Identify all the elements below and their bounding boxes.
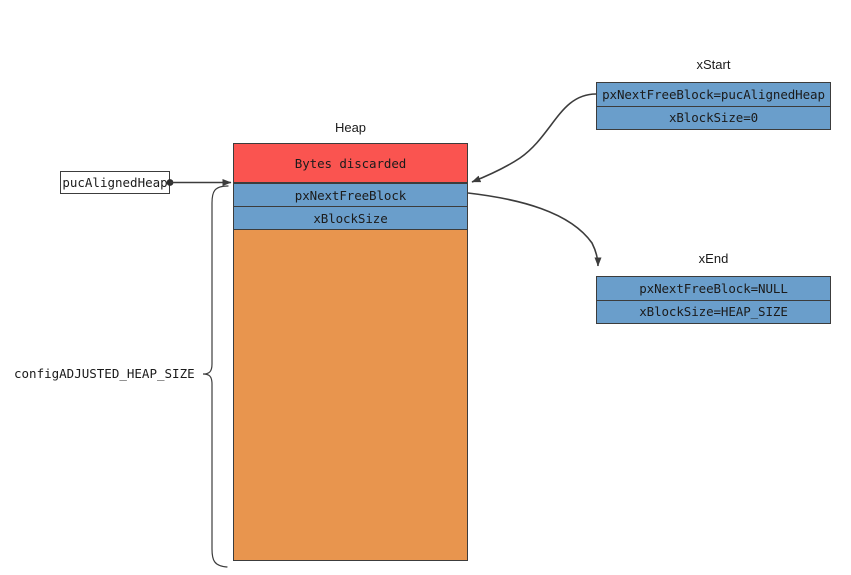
heap-block-xblocksize-label: xBlockSize <box>313 210 388 226</box>
heap-block-xblocksize: xBlockSize <box>233 206 468 230</box>
heap-block-pxnextfreeblock: pxNextFreeBlock <box>233 183 468 207</box>
heap-title: Heap <box>334 120 367 135</box>
heap-block-pxnextfreeblock-label: pxNextFreeBlock <box>294 187 407 203</box>
configadjusted-heap-size-label: configADJUSTED_HEAP_SIZE <box>14 366 195 381</box>
pucalignedheap-box: pucAlignedHeap <box>60 171 170 194</box>
heap-block-bytes-discarded: Bytes discarded <box>233 143 468 183</box>
xend-row-pxnextfreeblock-label: pxNextFreeBlock=NULL <box>639 280 788 296</box>
xstart-to-heap-arrow <box>471 93 597 183</box>
configadjusted-heap-size-brace <box>202 185 229 568</box>
heap-block-bytes-discarded-label: Bytes discarded <box>294 155 407 171</box>
xend-row-xblocksize: xBlockSize=HEAP_SIZE <box>597 300 830 323</box>
xend-box: pxNextFreeBlock=NULL xBlockSize=HEAP_SIZ… <box>596 276 831 324</box>
heap-to-xend-arrow <box>467 192 602 267</box>
xstart-row-pxnextfreeblock-label: pxNextFreeBlock=pucAlignedHeap <box>602 86 825 102</box>
xend-title: xEnd <box>698 251 729 266</box>
heap-block-free-space <box>233 229 468 561</box>
xstart-row-xblocksize: xBlockSize=0 <box>597 106 830 129</box>
pucalignedheap-label: pucAlignedHeap <box>62 175 168 190</box>
xstart-row-pxnextfreeblock: pxNextFreeBlock=pucAlignedHeap <box>597 83 830 107</box>
xstart-title: xStart <box>696 57 731 72</box>
xend-row-xblocksize-label: xBlockSize=HEAP_SIZE <box>639 304 788 320</box>
xstart-row-xblocksize-label: xBlockSize=0 <box>668 110 759 126</box>
xend-row-pxnextfreeblock: pxNextFreeBlock=NULL <box>597 277 830 301</box>
xstart-box: pxNextFreeBlock=pucAlignedHeap xBlockSiz… <box>596 82 831 130</box>
